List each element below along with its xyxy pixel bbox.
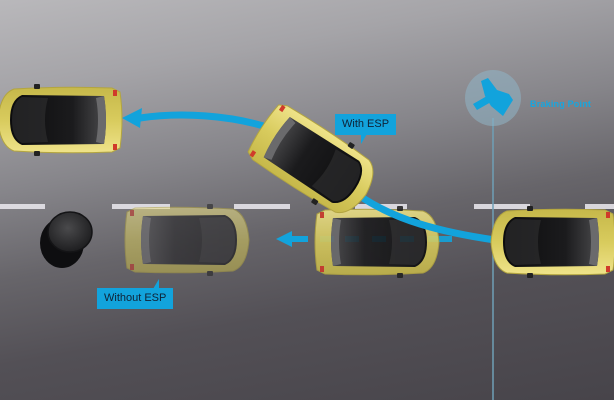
braking-point-icon (465, 70, 521, 126)
manhole-cover-obstacle (40, 211, 93, 268)
car-braking-mid (314, 205, 440, 279)
car-approaching (490, 205, 614, 279)
lane-markings (0, 204, 614, 209)
without-esp-callout: Without ESP (97, 279, 174, 309)
car-final-with-esp (0, 83, 123, 157)
with-esp-callout: With ESP (335, 114, 397, 144)
car-without-esp-ghost (124, 203, 250, 277)
braking-point-label: Braking Point (530, 99, 592, 109)
